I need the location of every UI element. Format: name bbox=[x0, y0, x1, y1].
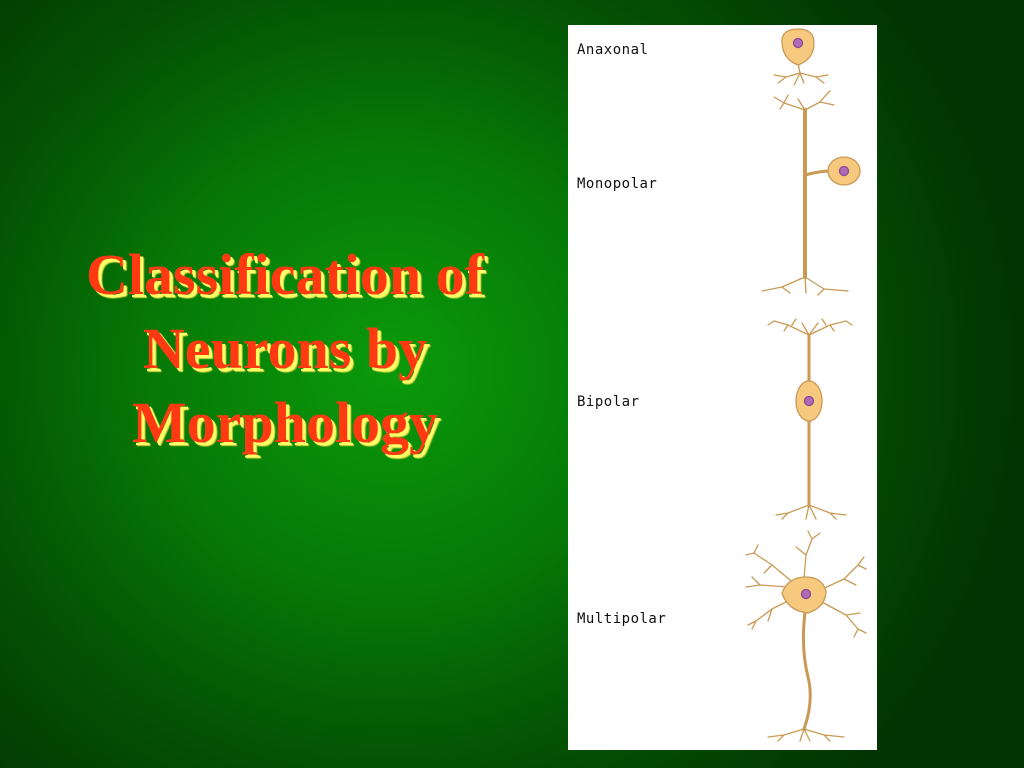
slide-title: Classification of Neurons by Morphology bbox=[40, 238, 530, 460]
monopolar-label: Monopolar bbox=[577, 176, 658, 192]
slide-title-line-1: Classification of bbox=[86, 242, 484, 307]
neuron-figure-panel: Anaxonal Monopolar Bipolar Multipolar bbox=[568, 25, 877, 750]
bipolar-label: Bipolar bbox=[577, 394, 640, 410]
neuron-illustrations bbox=[745, 28, 867, 742]
monopolar-neuron bbox=[761, 90, 861, 296]
anaxonal-label: Anaxonal bbox=[577, 42, 649, 58]
anaxonal-neuron bbox=[773, 28, 829, 86]
bipolar-neuron bbox=[767, 318, 853, 520]
slide-title-line-2: Neurons by bbox=[142, 316, 428, 381]
slide-title-line-3: Morphology bbox=[131, 390, 439, 455]
multipolar-label: Multipolar bbox=[577, 611, 667, 627]
multipolar-neuron bbox=[745, 530, 867, 742]
